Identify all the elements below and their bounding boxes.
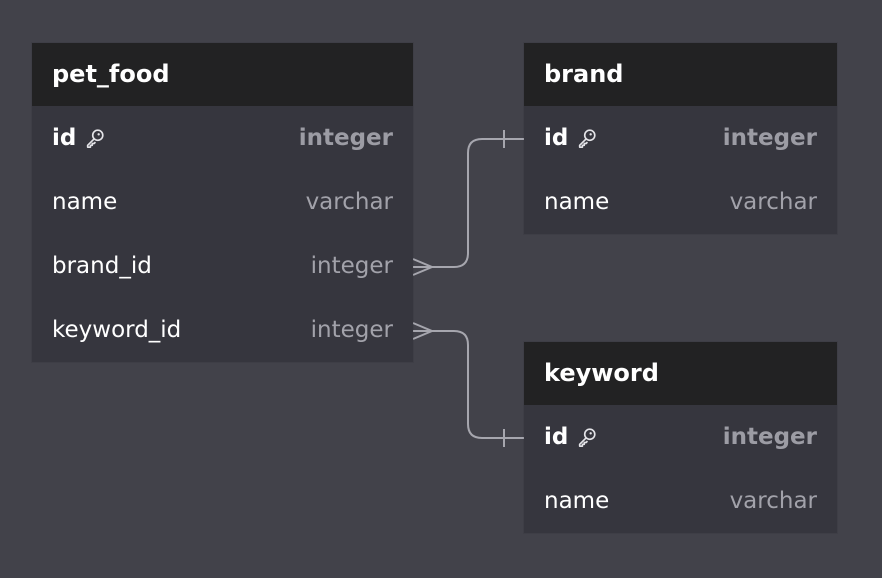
column-row[interactable]: name varchar bbox=[524, 469, 837, 533]
crowfoot-many-icon bbox=[412, 322, 435, 340]
table-pet-food[interactable]: pet_food id integer name varchar brand_i… bbox=[32, 43, 413, 362]
column-type: integer bbox=[310, 317, 393, 343]
column-name: id bbox=[52, 125, 77, 151]
column-row[interactable]: id integer bbox=[32, 106, 413, 170]
column-name: keyword_id bbox=[52, 317, 182, 343]
column-name: name bbox=[544, 488, 610, 514]
relation-line-brand bbox=[413, 138, 524, 268]
key-icon bbox=[579, 129, 596, 148]
table-title[interactable]: brand bbox=[524, 43, 837, 106]
column-row[interactable]: id integer bbox=[524, 405, 837, 469]
column-name: name bbox=[52, 189, 118, 215]
key-icon bbox=[87, 129, 104, 148]
relation-keyword[interactable] bbox=[412, 322, 524, 447]
column-name: id bbox=[544, 424, 569, 450]
column-type: varchar bbox=[305, 189, 393, 215]
column-name: id bbox=[544, 125, 569, 151]
column-name: name bbox=[544, 189, 610, 215]
table-keyword[interactable]: keyword id integer name varchar bbox=[524, 342, 837, 533]
column-type: varchar bbox=[729, 488, 817, 514]
column-type: integer bbox=[310, 253, 393, 279]
column-row[interactable]: keyword_id integer bbox=[32, 298, 413, 362]
column-type: integer bbox=[722, 125, 817, 151]
table-brand[interactable]: brand id integer name varchar bbox=[524, 43, 837, 234]
table-title[interactable]: keyword bbox=[524, 342, 837, 405]
relation-brand[interactable] bbox=[412, 130, 524, 276]
column-row[interactable]: name varchar bbox=[524, 170, 837, 234]
crowfoot-many-icon bbox=[412, 258, 435, 276]
table-title[interactable]: pet_food bbox=[32, 43, 413, 106]
column-type: integer bbox=[722, 424, 817, 450]
column-type: integer bbox=[298, 125, 393, 151]
column-row[interactable]: id integer bbox=[524, 106, 837, 170]
column-row[interactable]: brand_id integer bbox=[32, 234, 413, 298]
key-icon bbox=[579, 428, 596, 447]
column-name: brand_id bbox=[52, 253, 152, 279]
column-row[interactable]: name varchar bbox=[32, 170, 413, 234]
column-type: varchar bbox=[729, 189, 817, 215]
relation-line-keyword bbox=[413, 330, 524, 439]
